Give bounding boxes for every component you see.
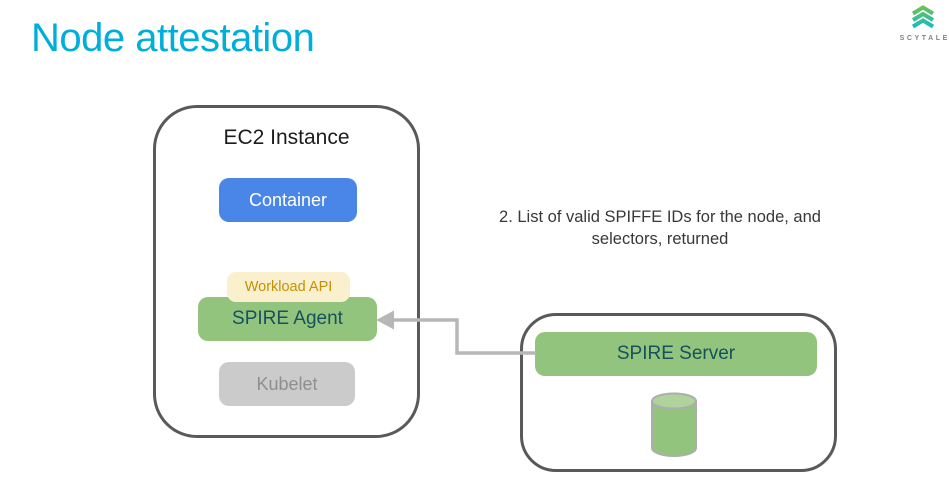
step-annotation-line-1: 2. List of valid SPIFFE IDs for the node… (499, 208, 821, 226)
spire-server-label: SPIRE Server (616, 343, 736, 364)
step-annotation-line-2: selectors, returned (591, 230, 729, 248)
kubelet-node: Kubelet (219, 362, 355, 406)
spire-server-node: SPIRE Server (535, 332, 817, 376)
database-cylinder-icon (650, 392, 698, 463)
slide-title: Node attestation (31, 16, 315, 60)
container-node: Container (219, 178, 357, 222)
workload-api-label: Workload API (244, 279, 333, 295)
container-label: Container (248, 189, 328, 210)
ec2-instance-label: EC2 Instance (223, 126, 350, 149)
spire-agent-label: SPIRE Agent (232, 308, 343, 329)
workload-api-tag: Workload API (227, 272, 350, 302)
scytale-logo: SCYTALE (897, 4, 949, 42)
scytale-brand-text: SCYTALE (899, 35, 949, 42)
scytale-logo-icon (897, 4, 949, 32)
step-annotation: 2. List of valid SPIFFE IDs for the node… (445, 206, 875, 250)
spire-agent-node: SPIRE Agent (198, 297, 377, 341)
kubelet-label: Kubelet (256, 373, 318, 394)
ec2-instance-box (153, 105, 420, 438)
